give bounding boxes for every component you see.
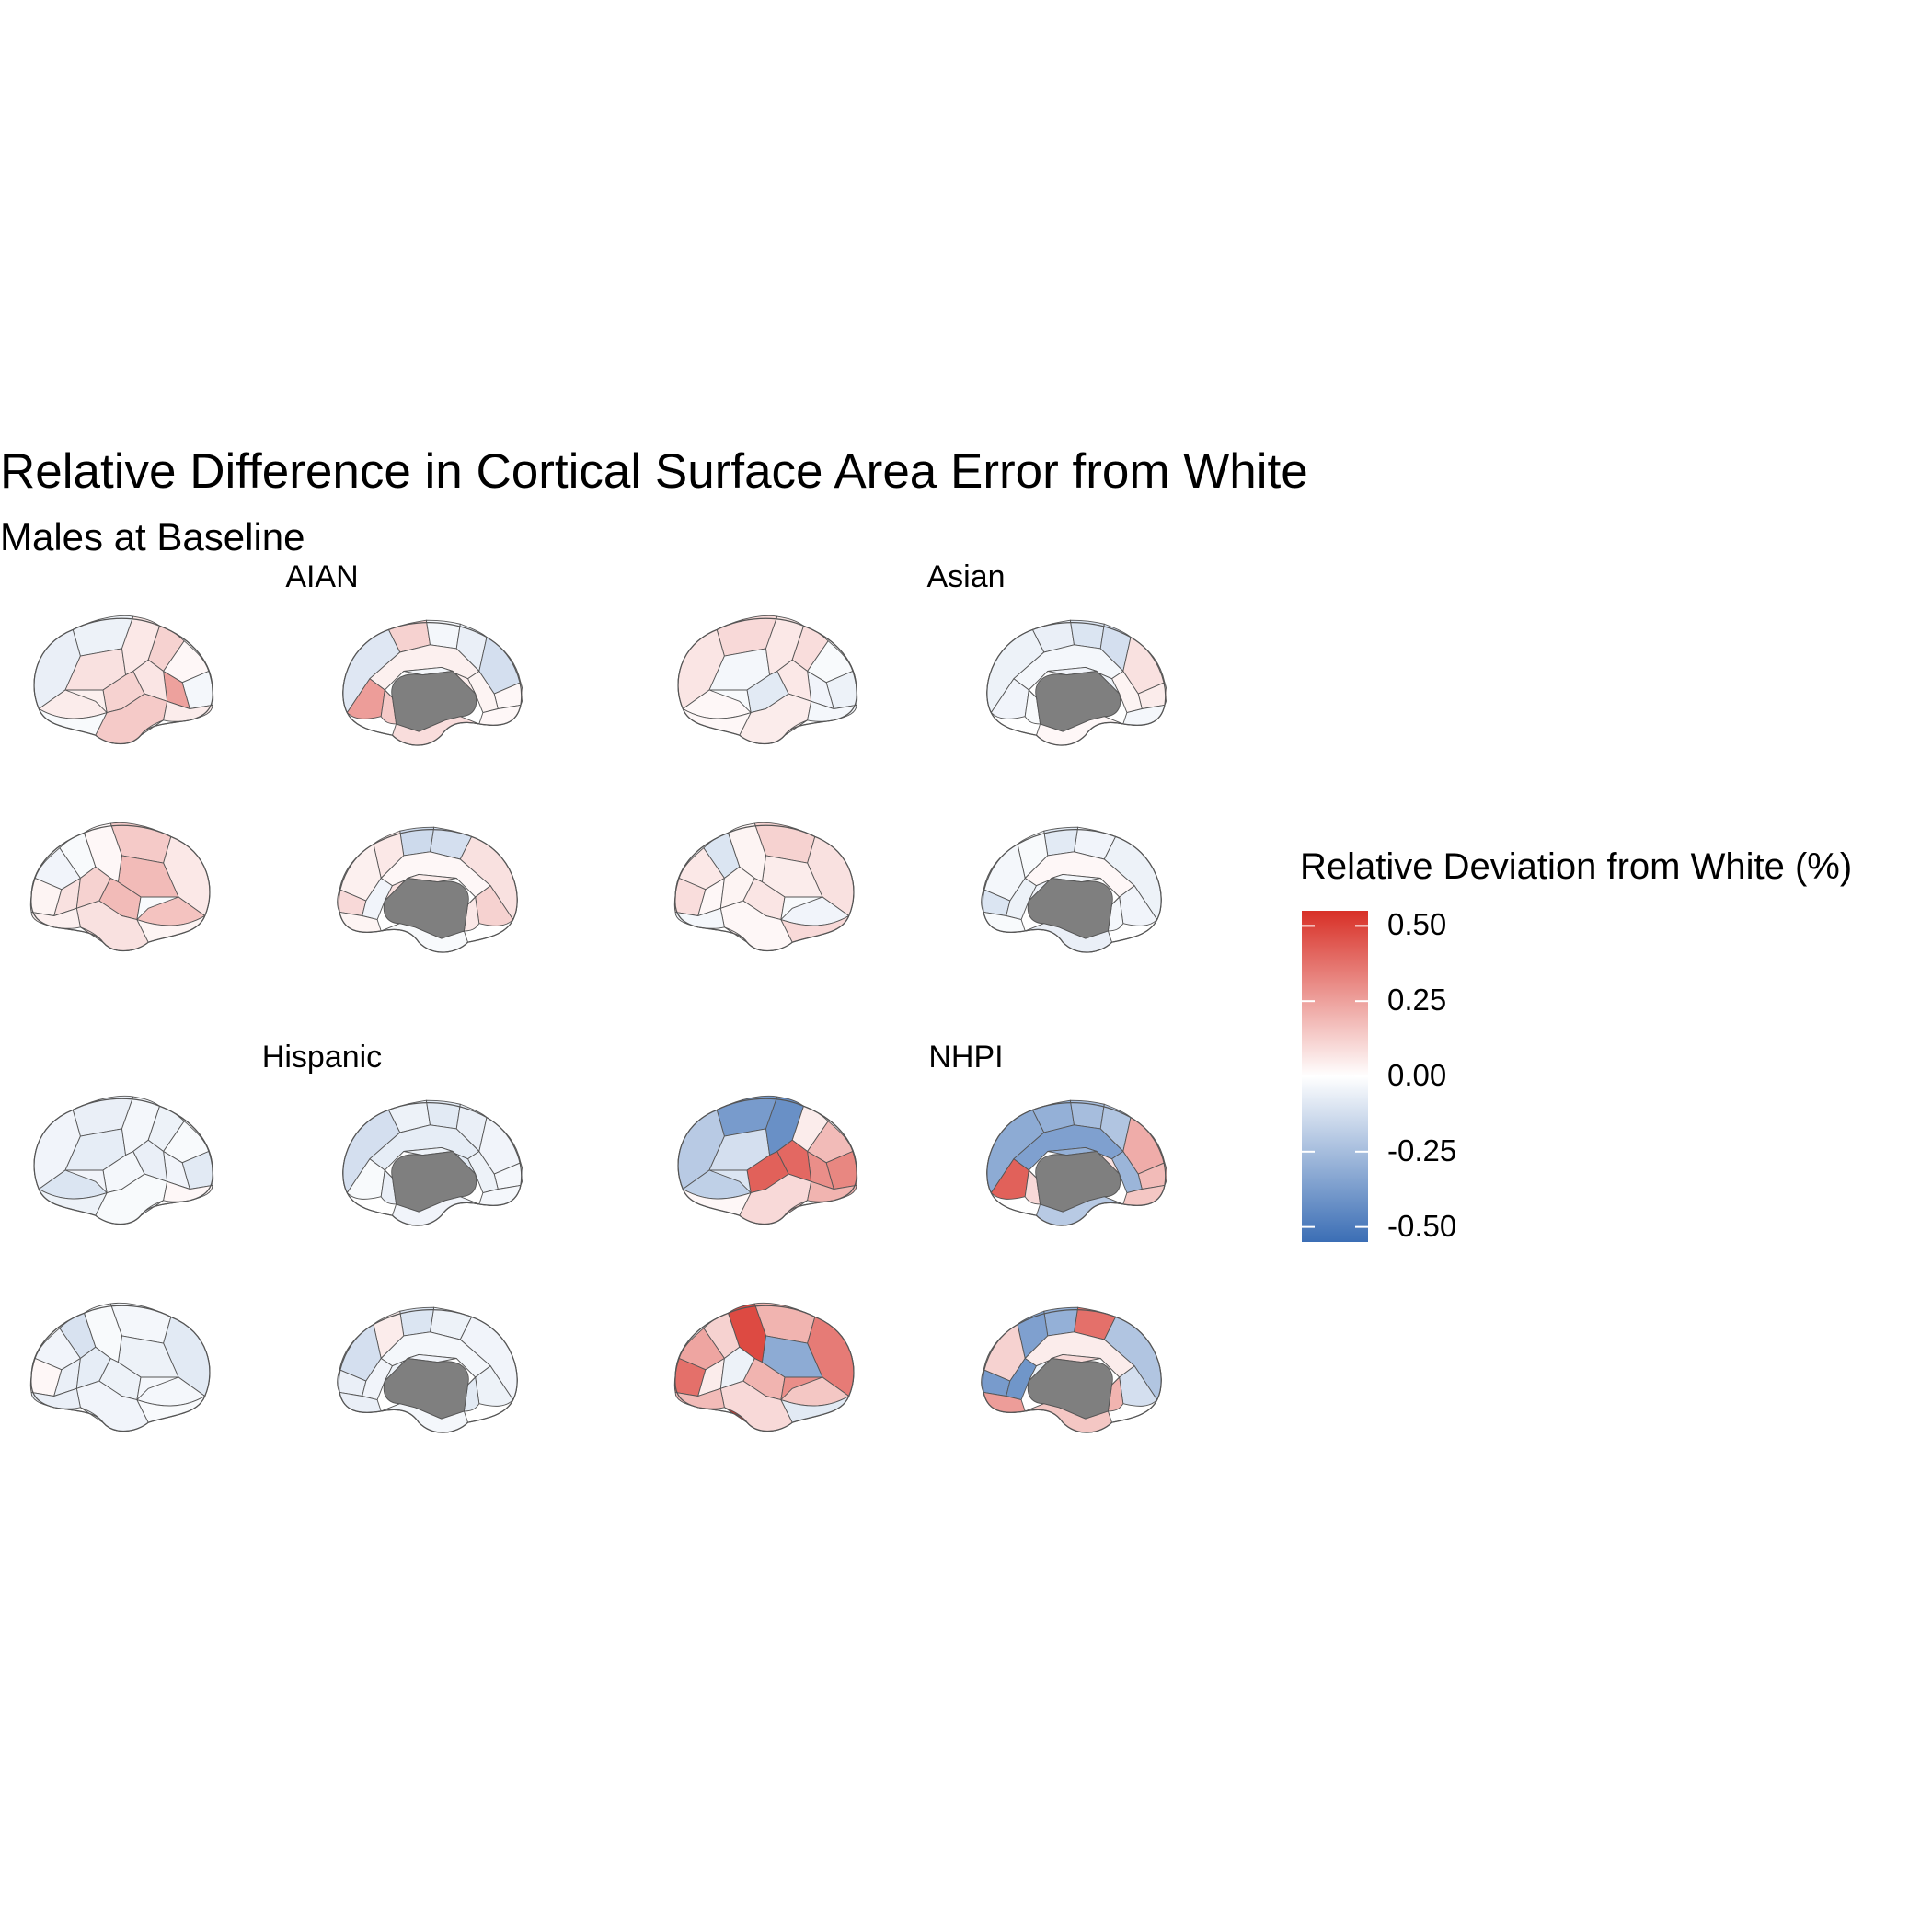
cortical-region [780, 896, 823, 921]
medial-wall [1027, 878, 1121, 939]
cortical-region [1043, 826, 1079, 857]
color-legend: Relative Deviation from White (%) 0.50 0… [1297, 846, 1932, 1251]
facet-asian: Asian [644, 559, 1288, 1019]
brain-outline-rim [677, 617, 857, 745]
brain-outline-rim [33, 617, 213, 745]
cortical-region [780, 1376, 823, 1401]
brain-left-medial-view [342, 1099, 523, 1226]
cortical-region [719, 1346, 755, 1389]
facet-label-aian: AIAN [285, 559, 359, 594]
legend-title: Relative Deviation from White (%) [1300, 846, 1853, 887]
cortical-region [75, 1346, 111, 1389]
brain-left-lateral-view [677, 615, 858, 745]
cortical-region [399, 1306, 435, 1337]
cortical-region [776, 1139, 812, 1182]
legend-tick-label: 0.25 [1387, 983, 1447, 1018]
brain-left-lateral-view [33, 615, 214, 745]
brain-left-medial-view [986, 619, 1167, 746]
chart-title: Relative Difference in Cortical Surface … [0, 444, 1308, 499]
brain-outline-rim [982, 829, 1162, 953]
brain-right-lateral-view [673, 1302, 855, 1432]
facet-nhpi: NHPI [644, 1040, 1288, 1500]
cortical-region [136, 1376, 179, 1401]
medial-wall [383, 878, 477, 939]
brain-right-lateral-view [29, 822, 211, 952]
brain-outline-rim [982, 1309, 1162, 1433]
brain-left-lateral-view [677, 1095, 858, 1225]
brain-right-medial-view [981, 1306, 1162, 1433]
legend-tick-label: -0.25 [1387, 1133, 1457, 1167]
brain-outline-rim [338, 829, 518, 953]
medial-wall [383, 1358, 477, 1420]
legend-tick-label: -0.50 [1387, 1208, 1457, 1243]
legend-ticks [1302, 925, 1368, 1228]
cortical-region [399, 826, 435, 857]
cortical-region [1069, 1099, 1105, 1130]
legend-colorbar-svg [1302, 911, 1368, 1242]
brain-right-medial-view [337, 1306, 518, 1433]
cortical-region [132, 659, 168, 702]
brain-outline-rim [986, 622, 1167, 746]
medial-wall [1028, 671, 1121, 732]
cortical-region [136, 896, 179, 921]
brain-outline-rim [338, 1309, 518, 1433]
brain-outline-rim [30, 824, 211, 952]
brain-views-asian [673, 615, 1167, 953]
cortical-region [1069, 619, 1105, 650]
facet-label-hispanic: Hispanic [261, 1040, 383, 1075]
brain-outline-rim [342, 622, 523, 746]
brain-outline-rim [674, 1305, 855, 1432]
cortical-region [425, 619, 461, 650]
facet-label-asian: Asian [926, 559, 1006, 594]
cortical-region [425, 1099, 461, 1130]
brain-outline-rim [33, 1098, 213, 1225]
legend-tick-label: 0.00 [1387, 1058, 1447, 1092]
cortical-region [776, 659, 812, 702]
cortical-region [708, 1169, 752, 1194]
medial-wall [1028, 1151, 1121, 1213]
cortical-region [75, 866, 111, 909]
brain-right-medial-view [981, 826, 1162, 953]
cortical-region [132, 1139, 168, 1182]
medial-wall [1027, 1358, 1121, 1420]
facet-hispanic: Hispanic [0, 1040, 644, 1500]
brain-outline-rim [342, 1102, 523, 1226]
brain-outline-rim [674, 824, 855, 952]
legend-colorbar [1302, 911, 1368, 1242]
legend-tick-label: 0.50 [1387, 907, 1447, 942]
brain-outline-rim [677, 1098, 857, 1225]
brain-outline-rim [30, 1305, 211, 1432]
brain-left-lateral-view [33, 1095, 214, 1225]
chart-subtitle: Males at Baseline [0, 515, 305, 558]
cortical-region [64, 1169, 108, 1194]
brain-outline-rim [986, 1102, 1167, 1226]
brain-left-medial-view [342, 619, 523, 746]
cortical-region [1043, 1306, 1079, 1337]
medial-wall [384, 671, 477, 732]
brain-right-lateral-view [673, 822, 855, 952]
cortical-region [719, 866, 755, 909]
brain-views-aian [29, 615, 523, 953]
brain-views-hispanic [29, 1095, 523, 1433]
brain-left-medial-view [986, 1099, 1167, 1226]
brain-right-lateral-view [29, 1302, 211, 1432]
brain-views-nhpi [673, 1095, 1167, 1433]
facet-label-nhpi: NHPI [928, 1040, 1004, 1075]
brain-right-medial-view [337, 826, 518, 953]
medial-wall [384, 1151, 477, 1213]
cortical-region [64, 689, 108, 714]
facet-aian: AIAN [0, 559, 644, 1019]
cortical-region [708, 689, 752, 714]
